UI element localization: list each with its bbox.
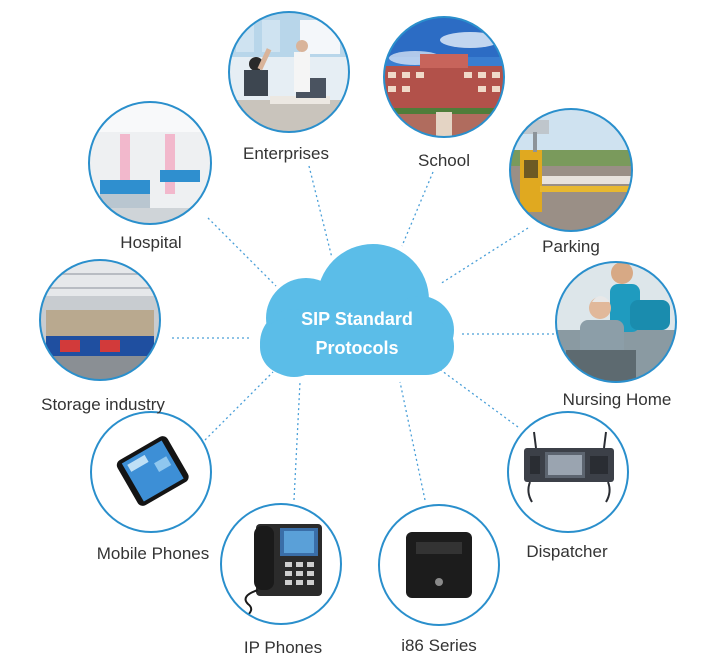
smartphone-photo xyxy=(116,436,189,506)
ring-ip-phones xyxy=(220,503,342,625)
node-ip-phones xyxy=(220,503,342,625)
connector-i86 xyxy=(399,381,426,501)
cloud-title-line1: SIP Standard xyxy=(301,309,413,329)
label-enterprises: Enterprises xyxy=(243,144,329,163)
node-mobile-phones xyxy=(90,411,212,533)
node-dispatcher xyxy=(507,411,629,533)
node-i86-series xyxy=(378,504,500,626)
node-school xyxy=(383,16,505,138)
parking-barrier-photo xyxy=(510,109,632,231)
node-storage-industry xyxy=(39,259,161,381)
intercom-device-photo xyxy=(406,532,472,598)
node-enterprises xyxy=(228,11,350,133)
label-hospital: Hospital xyxy=(120,233,182,252)
dispatch-console-photo xyxy=(524,431,614,503)
label-mobile-phones: Mobile Phones xyxy=(96,544,210,563)
ring-enterprises xyxy=(228,11,350,133)
warehouse-photo xyxy=(40,260,160,380)
ring-hospital xyxy=(88,101,212,225)
label-school: School xyxy=(418,151,470,170)
label-storage-industry: Storage industry xyxy=(41,395,165,414)
label-parking: Parking xyxy=(542,237,600,256)
connector-school xyxy=(401,171,434,247)
cloud-title-line2: Protocols xyxy=(315,338,399,358)
ring-i86-series xyxy=(378,504,500,626)
label-ip-phones: IP Phones xyxy=(243,638,323,657)
connector-parking xyxy=(439,227,529,285)
ring-mobile-phones xyxy=(90,411,212,533)
desk-phone-photo xyxy=(243,524,322,619)
ring-nursing-home xyxy=(555,261,677,383)
connector-enterprises xyxy=(308,165,333,259)
connector-mobile xyxy=(204,371,274,441)
connector-lines xyxy=(172,165,554,501)
connector-hospital xyxy=(207,217,277,287)
connector-ip-phones xyxy=(293,381,301,501)
node-nursing-home xyxy=(555,261,677,383)
sip-cloud xyxy=(260,244,454,377)
label-nursing-home: Nursing Home xyxy=(562,390,672,409)
school-building-photo xyxy=(384,17,504,137)
ring-parking xyxy=(509,108,633,232)
ring-school xyxy=(383,16,505,138)
connector-dispatcher xyxy=(437,367,519,428)
ring-dispatcher xyxy=(507,411,629,533)
label-dispatcher: Dispatcher xyxy=(526,542,608,561)
ring-storage-industry xyxy=(39,259,161,381)
label-i86-series: i86 Series xyxy=(401,636,477,655)
node-parking xyxy=(509,108,633,232)
node-hospital xyxy=(88,101,212,225)
